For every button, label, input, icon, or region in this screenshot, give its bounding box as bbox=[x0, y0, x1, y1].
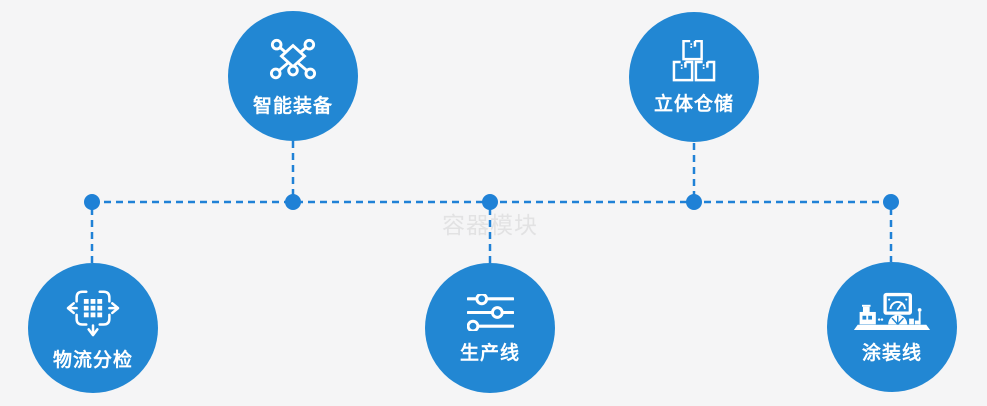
move-sort-grid-icon bbox=[66, 286, 120, 338]
node-stereo-warehouse[interactable]: 立体仓储 bbox=[629, 12, 759, 142]
node-smart-equipment[interactable]: 智能装备 bbox=[228, 11, 358, 141]
node-production-line[interactable]: 生产线 bbox=[425, 263, 555, 393]
node-label: 智能装备 bbox=[252, 96, 333, 117]
node-label: 涂装线 bbox=[861, 343, 922, 364]
sliders-icon bbox=[466, 293, 514, 331]
coating-machine-icon bbox=[852, 291, 932, 331]
node-label: 生产线 bbox=[459, 342, 520, 364]
node-coating-line[interactable]: 涂装线 bbox=[827, 262, 957, 392]
node-logistics-sorting[interactable]: 物流分检 bbox=[28, 263, 158, 393]
network-nodes-icon bbox=[266, 36, 320, 84]
junction-dot bbox=[285, 194, 301, 210]
junction-dot bbox=[686, 194, 702, 210]
junction-dot bbox=[84, 194, 100, 210]
node-label: 立体仓储 bbox=[653, 94, 734, 115]
junction-dot bbox=[883, 194, 899, 210]
stacked-boxes-icon bbox=[670, 40, 718, 82]
junction-dot bbox=[482, 194, 498, 210]
node-label: 物流分检 bbox=[52, 350, 133, 371]
